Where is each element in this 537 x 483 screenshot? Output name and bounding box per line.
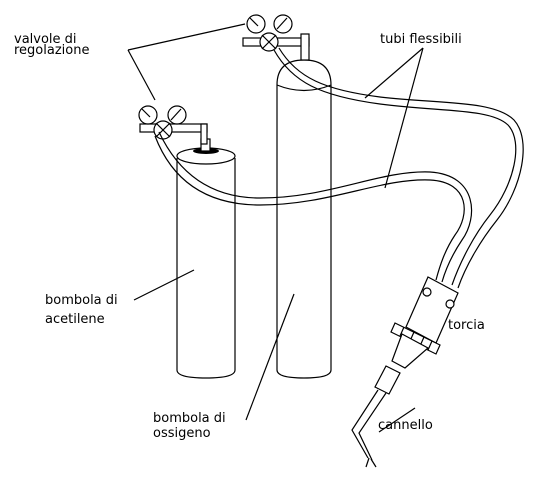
torch-label: torcia <box>448 318 485 333</box>
oxygen-regulator-valve <box>242 14 310 61</box>
torch <box>374 276 459 395</box>
leader-lines <box>127 23 424 433</box>
oxygen-hose <box>273 47 524 289</box>
oxygen-cylinder-label-line1: bombola di <box>153 411 226 426</box>
acetylene-hose <box>154 131 473 283</box>
acetylene-regulator-valve <box>138 105 208 145</box>
valves-label-line2: regolazione <box>14 43 90 58</box>
valves-label-line1: valvole di <box>14 32 77 47</box>
oxygen-cylinder-label-line2: ossigeno <box>153 426 211 441</box>
acetylene-cylinder-label-line1: bombola di <box>45 293 118 308</box>
hoses-label: tubi flessibili <box>380 32 462 47</box>
acetylene-cylinder <box>176 138 236 379</box>
acetylene-cylinder-label-line2: acetilene <box>45 312 105 327</box>
oxygen-cylinder <box>276 59 332 379</box>
nozzle <box>351 389 387 468</box>
nozzle-label: cannello <box>378 418 433 433</box>
